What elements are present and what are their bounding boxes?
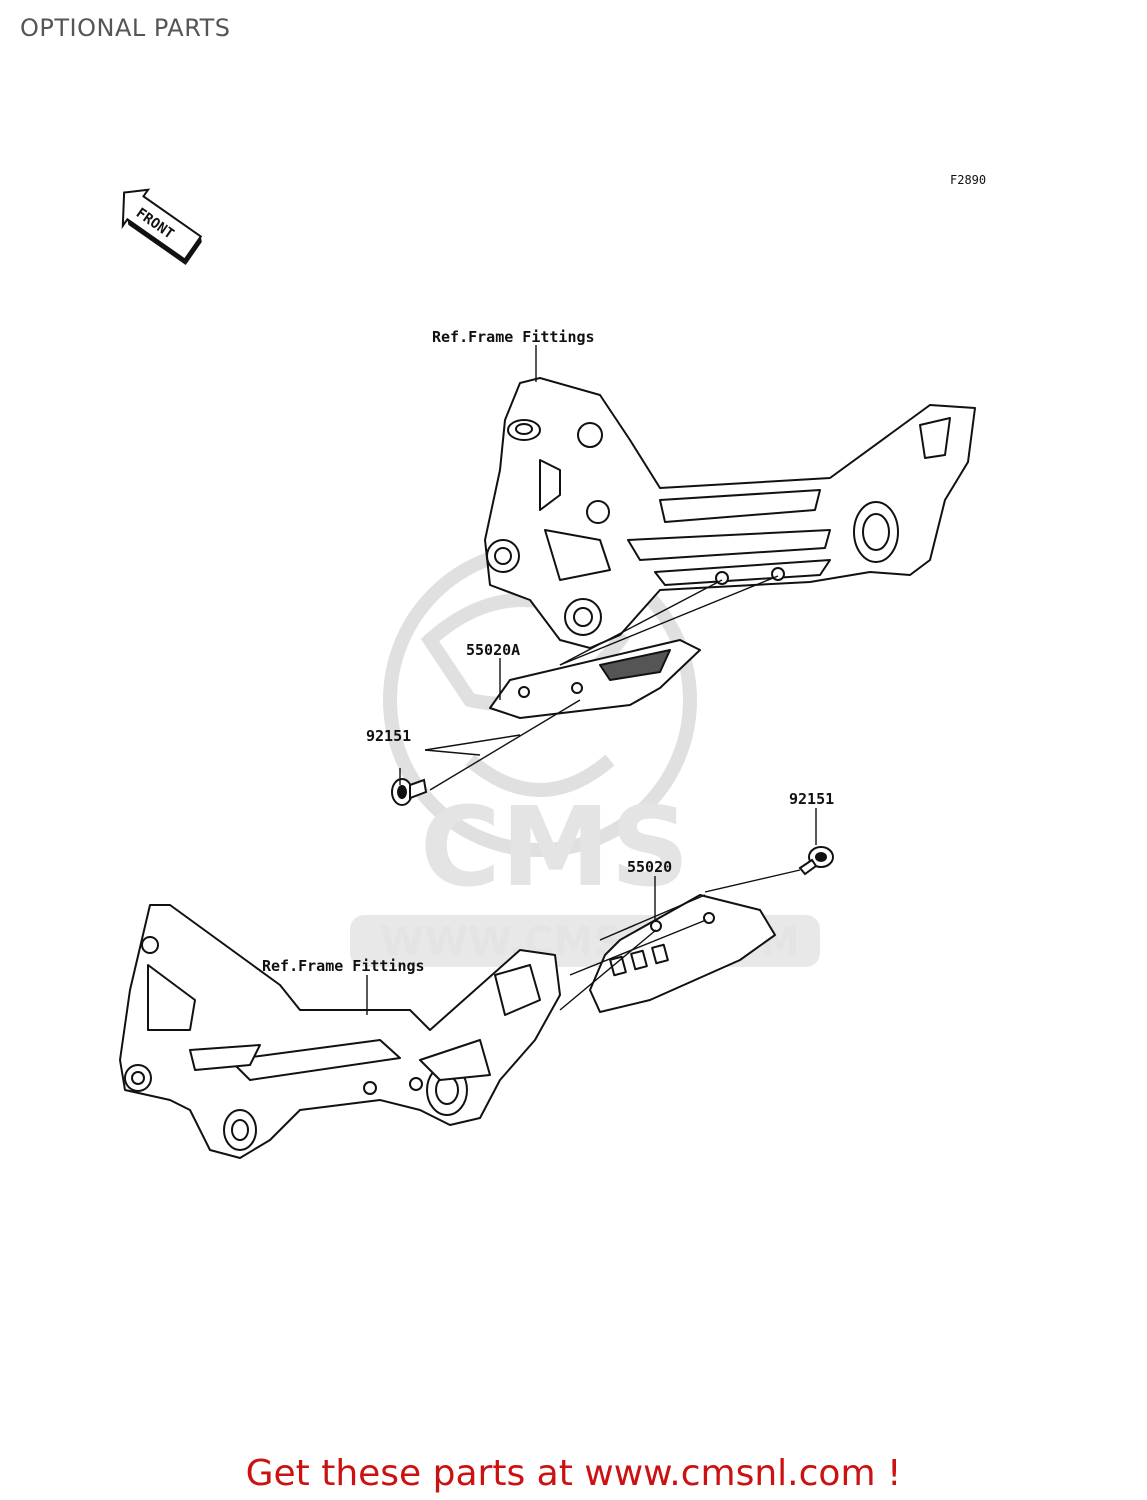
callout-55020A: 55020A bbox=[466, 641, 520, 659]
leader-lines bbox=[366, 345, 817, 1015]
upper-frame-fitting bbox=[484, 377, 976, 649]
watermark-logo-text: CMS bbox=[420, 783, 689, 911]
front-arrow-icon: FRONT bbox=[121, 188, 203, 265]
plate-55020 bbox=[589, 894, 776, 1013]
figure-number: F2890 bbox=[950, 173, 986, 187]
plate-55020A bbox=[489, 639, 701, 719]
bolt-92151-left bbox=[391, 778, 428, 806]
callout-55020: 55020 bbox=[627, 858, 672, 876]
callout-92151-left: 92151 bbox=[366, 727, 411, 745]
callout-ref-frame-top: Ref.Frame Fittings bbox=[432, 328, 595, 346]
callout-ref-frame-bottom: Ref.Frame Fittings bbox=[262, 957, 425, 975]
bolt-92151-right bbox=[798, 846, 834, 876]
page-title: OPTIONAL PARTS bbox=[20, 14, 231, 42]
callout-92151-right: 92151 bbox=[789, 790, 834, 808]
lower-frame-fitting bbox=[119, 904, 561, 1159]
cta-link[interactable]: Get these parts at www.cmsnl.com ! bbox=[245, 1453, 902, 1494]
